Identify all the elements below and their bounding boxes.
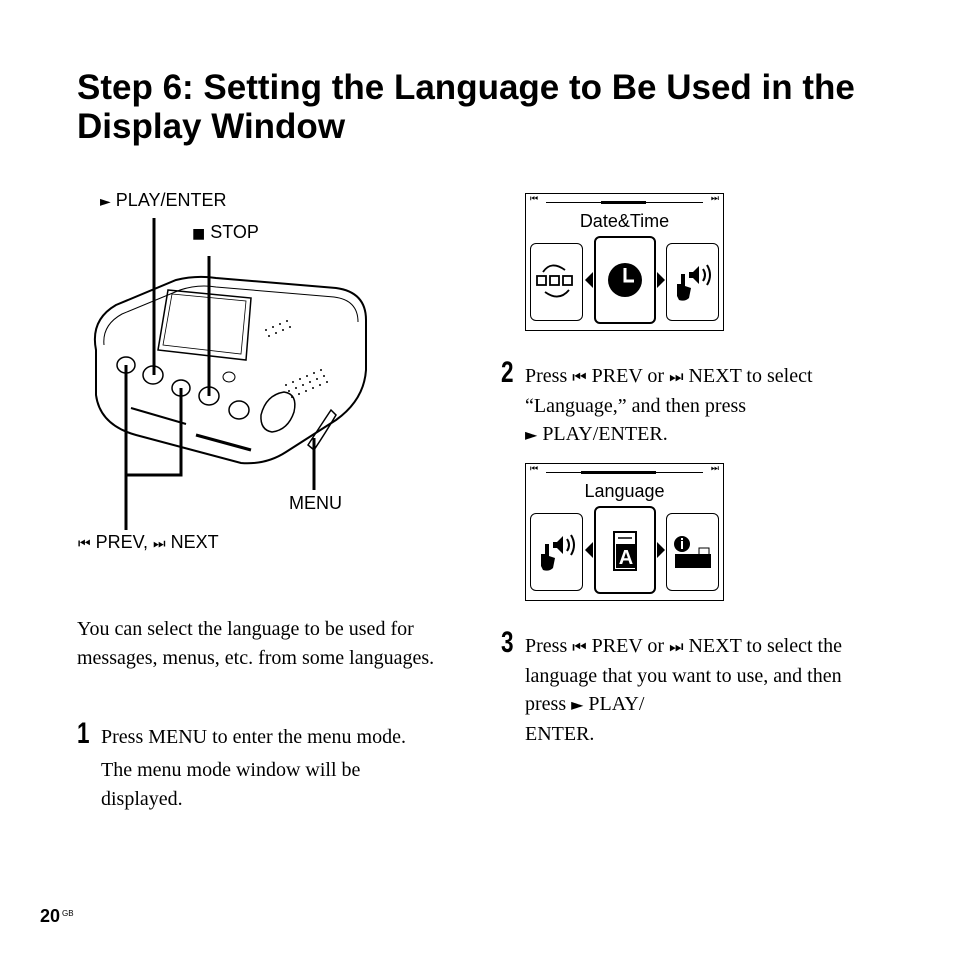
step-1-result: The menu mode window will be displayed.	[101, 759, 361, 810]
menu-screen-date-time: ⏮ ⏭ Date&Time	[525, 193, 724, 331]
repeat-folders-icon	[530, 243, 583, 321]
menu-label: MENU	[289, 493, 342, 513]
language-a-icon: A	[594, 506, 656, 594]
step-1-number: 1	[77, 717, 90, 750]
step-2-number: 2	[501, 356, 514, 389]
step-1-text: Press MENU to enter the menu mode.	[101, 726, 406, 748]
play-icon: ►	[525, 425, 538, 444]
device-illustration: ► PLAY/ENTER ■ STOP MENU ⏮ PREV, ⏭ NEXT	[76, 180, 416, 560]
intro-text: You can select the language to be used f…	[77, 618, 435, 669]
next-marker-icon: ⏭	[710, 194, 719, 204]
prev-marker-icon: ⏮	[530, 464, 539, 474]
hand-speaker-icon	[530, 513, 583, 591]
next-icon: ⏭	[669, 367, 684, 386]
hand-speaker-icon	[666, 243, 719, 321]
menu-screen-language: ⏮ ⏭ Language A	[525, 463, 724, 601]
play-icon: ►	[100, 194, 111, 210]
screen-title: Date&Time	[579, 211, 670, 231]
play-icon: ►	[571, 695, 584, 714]
prev-icon: ⏮	[572, 637, 587, 656]
recorder-drawing	[94, 218, 367, 530]
prev-icon: ⏮	[572, 367, 587, 386]
next-icon: ⏭	[669, 637, 684, 656]
prev-icon: ⏮	[78, 536, 91, 552]
step-3-number: 3	[501, 626, 514, 659]
screen-title: Language	[584, 481, 665, 501]
prev-next-label: ⏮ PREV, ⏭ NEXT	[78, 532, 219, 552]
clock-icon	[594, 236, 656, 324]
info-icon	[666, 513, 719, 591]
prev-marker-icon: ⏮	[530, 194, 539, 204]
step-2-text: Press ⏮ PREV or ⏭ NEXT to select “Langua…	[525, 362, 865, 450]
stop-label: ■ STOP	[192, 222, 259, 242]
play-enter-label: ► PLAY/ENTER	[100, 190, 227, 210]
next-icon: ⏭	[153, 536, 166, 552]
next-marker-icon: ⏭	[710, 464, 719, 474]
step-3-text: Press ⏮ PREV or ⏭ NEXT to select the lan…	[525, 635, 842, 745]
svg-text:A: A	[619, 547, 633, 569]
page-title: Step 6: Setting the Language to Be Used …	[77, 68, 855, 146]
stop-icon: ■	[192, 226, 206, 242]
